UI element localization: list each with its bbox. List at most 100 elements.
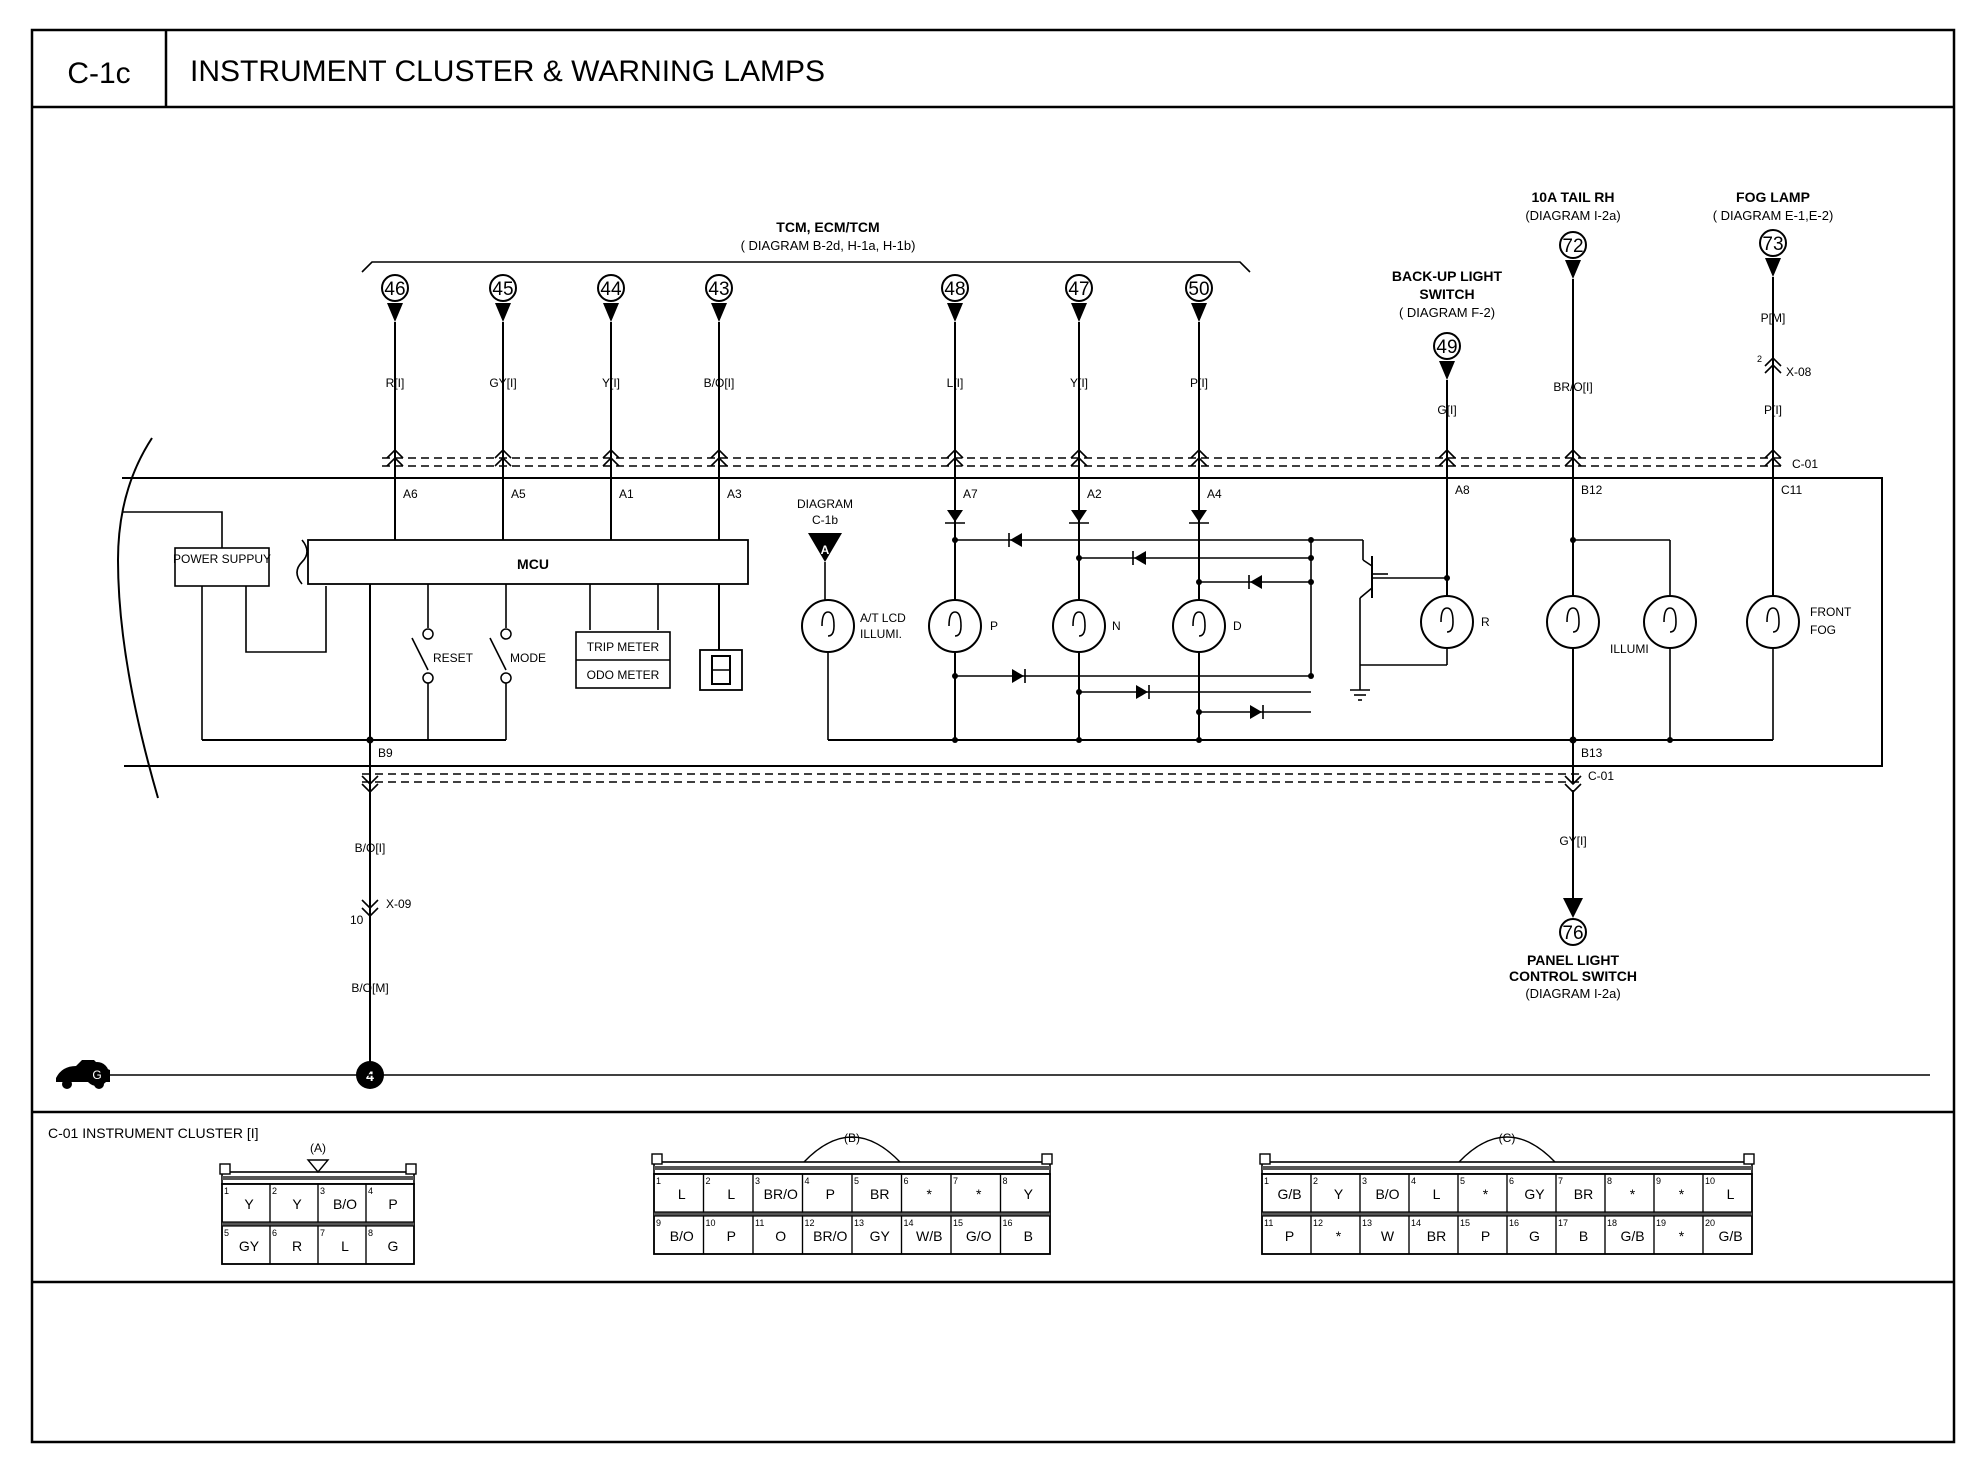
cell-index: 6 [272,1228,277,1238]
conn-c01: C-01 [1588,769,1614,783]
pin-label: B12 [1581,483,1603,497]
input-wires: 46 R[I] A6 45 GY[I] A5 44 Y[I] A1 43 [381,274,1222,740]
cell-value: P [1285,1228,1294,1244]
cell-index: 6 [904,1176,909,1186]
connector-cell [999,1173,1051,1213]
connector-cell [1702,1215,1753,1255]
cell-value: L [1433,1186,1441,1202]
tcm-group-ref: ( DIAGRAM B-2d, H-1a, H-1b) [741,238,916,253]
cell-value: B [1024,1228,1033,1244]
trip-meter-label: TRIP METER [587,640,660,654]
input-43: 43 B/O[I] A3 [704,274,742,540]
c01-connector-top: C-01 [382,448,1818,471]
cell-value: Y [244,1196,254,1212]
cell-index: 16 [1003,1218,1013,1228]
connector-id: C-01 [1792,457,1818,471]
connector-cell [1702,1173,1753,1213]
cell-value: G [1529,1228,1540,1244]
cell-value: G/B [1277,1186,1301,1202]
connector-cell [365,1225,415,1265]
fog-ref: ( DIAGRAM E-1,E-2) [1713,208,1834,223]
cell-value: P [727,1228,736,1244]
wire-color: P[I] [1764,403,1782,417]
circle-number: 72 [1562,236,1583,257]
wire-color: R[I] [386,376,405,390]
connector-label: (B) [844,1131,860,1145]
cell-value: P [1481,1228,1490,1244]
lamp-d: D [1172,599,1242,653]
ground-number: 4 [366,1068,374,1084]
trip-odo-meter: TRIP METER ODO METER [575,631,671,689]
cell-index: 7 [1558,1176,1563,1186]
cell-value: GY [1524,1186,1545,1202]
lamp-d-label: D [1233,619,1242,633]
input-48: 48 L[I] A7 [941,274,978,740]
cell-index: 10 [1705,1176,1715,1186]
cell-index: 13 [854,1218,864,1228]
cell-index: 4 [368,1186,373,1196]
pin-label: A2 [1087,487,1102,501]
power-supply-label: POWER SUPPUY [173,552,271,566]
diode-matrix-upper [952,533,1314,676]
wire-color: Y[I] [1070,376,1088,390]
cell-index: 9 [656,1218,661,1228]
tail-ref: (DIAGRAM I-2a) [1525,208,1620,223]
cell-index: 8 [1003,1176,1008,1186]
cell-index: 4 [1411,1176,1416,1186]
pin-label: A3 [727,487,742,501]
cell-value: B/O [333,1196,357,1212]
cell-value: B/O [1375,1186,1399,1202]
cell-index: 17 [1558,1218,1568,1228]
cell-index: 8 [1607,1176,1612,1186]
cell-value: G [388,1238,399,1254]
series-diodes [945,510,1209,524]
cell-value: W [1381,1228,1395,1244]
pin-label: A6 [403,487,418,501]
fog-lamp-input: FOG LAMP ( DIAGRAM E-1,E-2) 73 P[M] 2 X-… [1713,189,1834,600]
front-fog-label: FRONT [1810,605,1852,619]
cell-index: 1 [656,1176,661,1186]
cell-index: 2 [706,1176,711,1186]
circle-number: 43 [708,279,729,300]
cell-value: Y [1334,1186,1344,1202]
pin-label: A7 [963,487,978,501]
x09-pin: 10 [350,913,364,927]
pin-label: A8 [1455,483,1470,497]
tail-title: 10A TAIL RH [1532,189,1615,205]
tail-rh-input: 10A TAIL RH (DIAGRAM I-2a) 72 BR/O[I] B1… [1525,189,1621,782]
pin-b13: B13 [1581,746,1603,760]
diagram-ref-letter: A [821,543,830,557]
cell-index: 3 [320,1186,325,1196]
lamp-r-label: R [1481,615,1490,629]
cell-value: BR/O [813,1228,847,1244]
pin-b9: B9 [378,746,393,760]
cell-index: 5 [224,1228,229,1238]
lamp-n: N [1052,599,1121,653]
wire-color: B/O[I] [704,376,735,390]
input-45: 45 GY[I] A5 [489,274,526,540]
cell-index: 5 [854,1176,859,1186]
connector-c: (C)1G/B2Y3B/O4L5*6GY7BR8*9*10L11P12*13W1… [1259,1131,1755,1255]
cell-value: BR [870,1186,889,1202]
cell-value: BR [1427,1228,1446,1244]
cell-value: R [292,1238,302,1254]
cell-index: 5 [1460,1176,1465,1186]
cell-value: * [1336,1228,1342,1244]
cell-index: 3 [755,1176,760,1186]
lamp-front-fog: FRONT FOG [1746,595,1852,740]
circle-number: 50 [1188,279,1209,300]
cell-index: 18 [1607,1218,1617,1228]
mode-label: MODE [510,651,546,665]
cell-index: 7 [320,1228,325,1238]
cell-index: 15 [953,1218,963,1228]
circle-number: 45 [492,279,513,300]
cell-index: 2 [1313,1176,1318,1186]
cell-index: 16 [1509,1218,1519,1228]
cell-index: 19 [1656,1218,1666,1228]
cell-index: 20 [1705,1218,1715,1228]
diagram-ref-label: DIAGRAM [797,497,853,511]
wire-color: L[I] [947,376,964,390]
connector-cell [999,1215,1051,1255]
input-46: 46 R[I] A6 [381,274,418,540]
